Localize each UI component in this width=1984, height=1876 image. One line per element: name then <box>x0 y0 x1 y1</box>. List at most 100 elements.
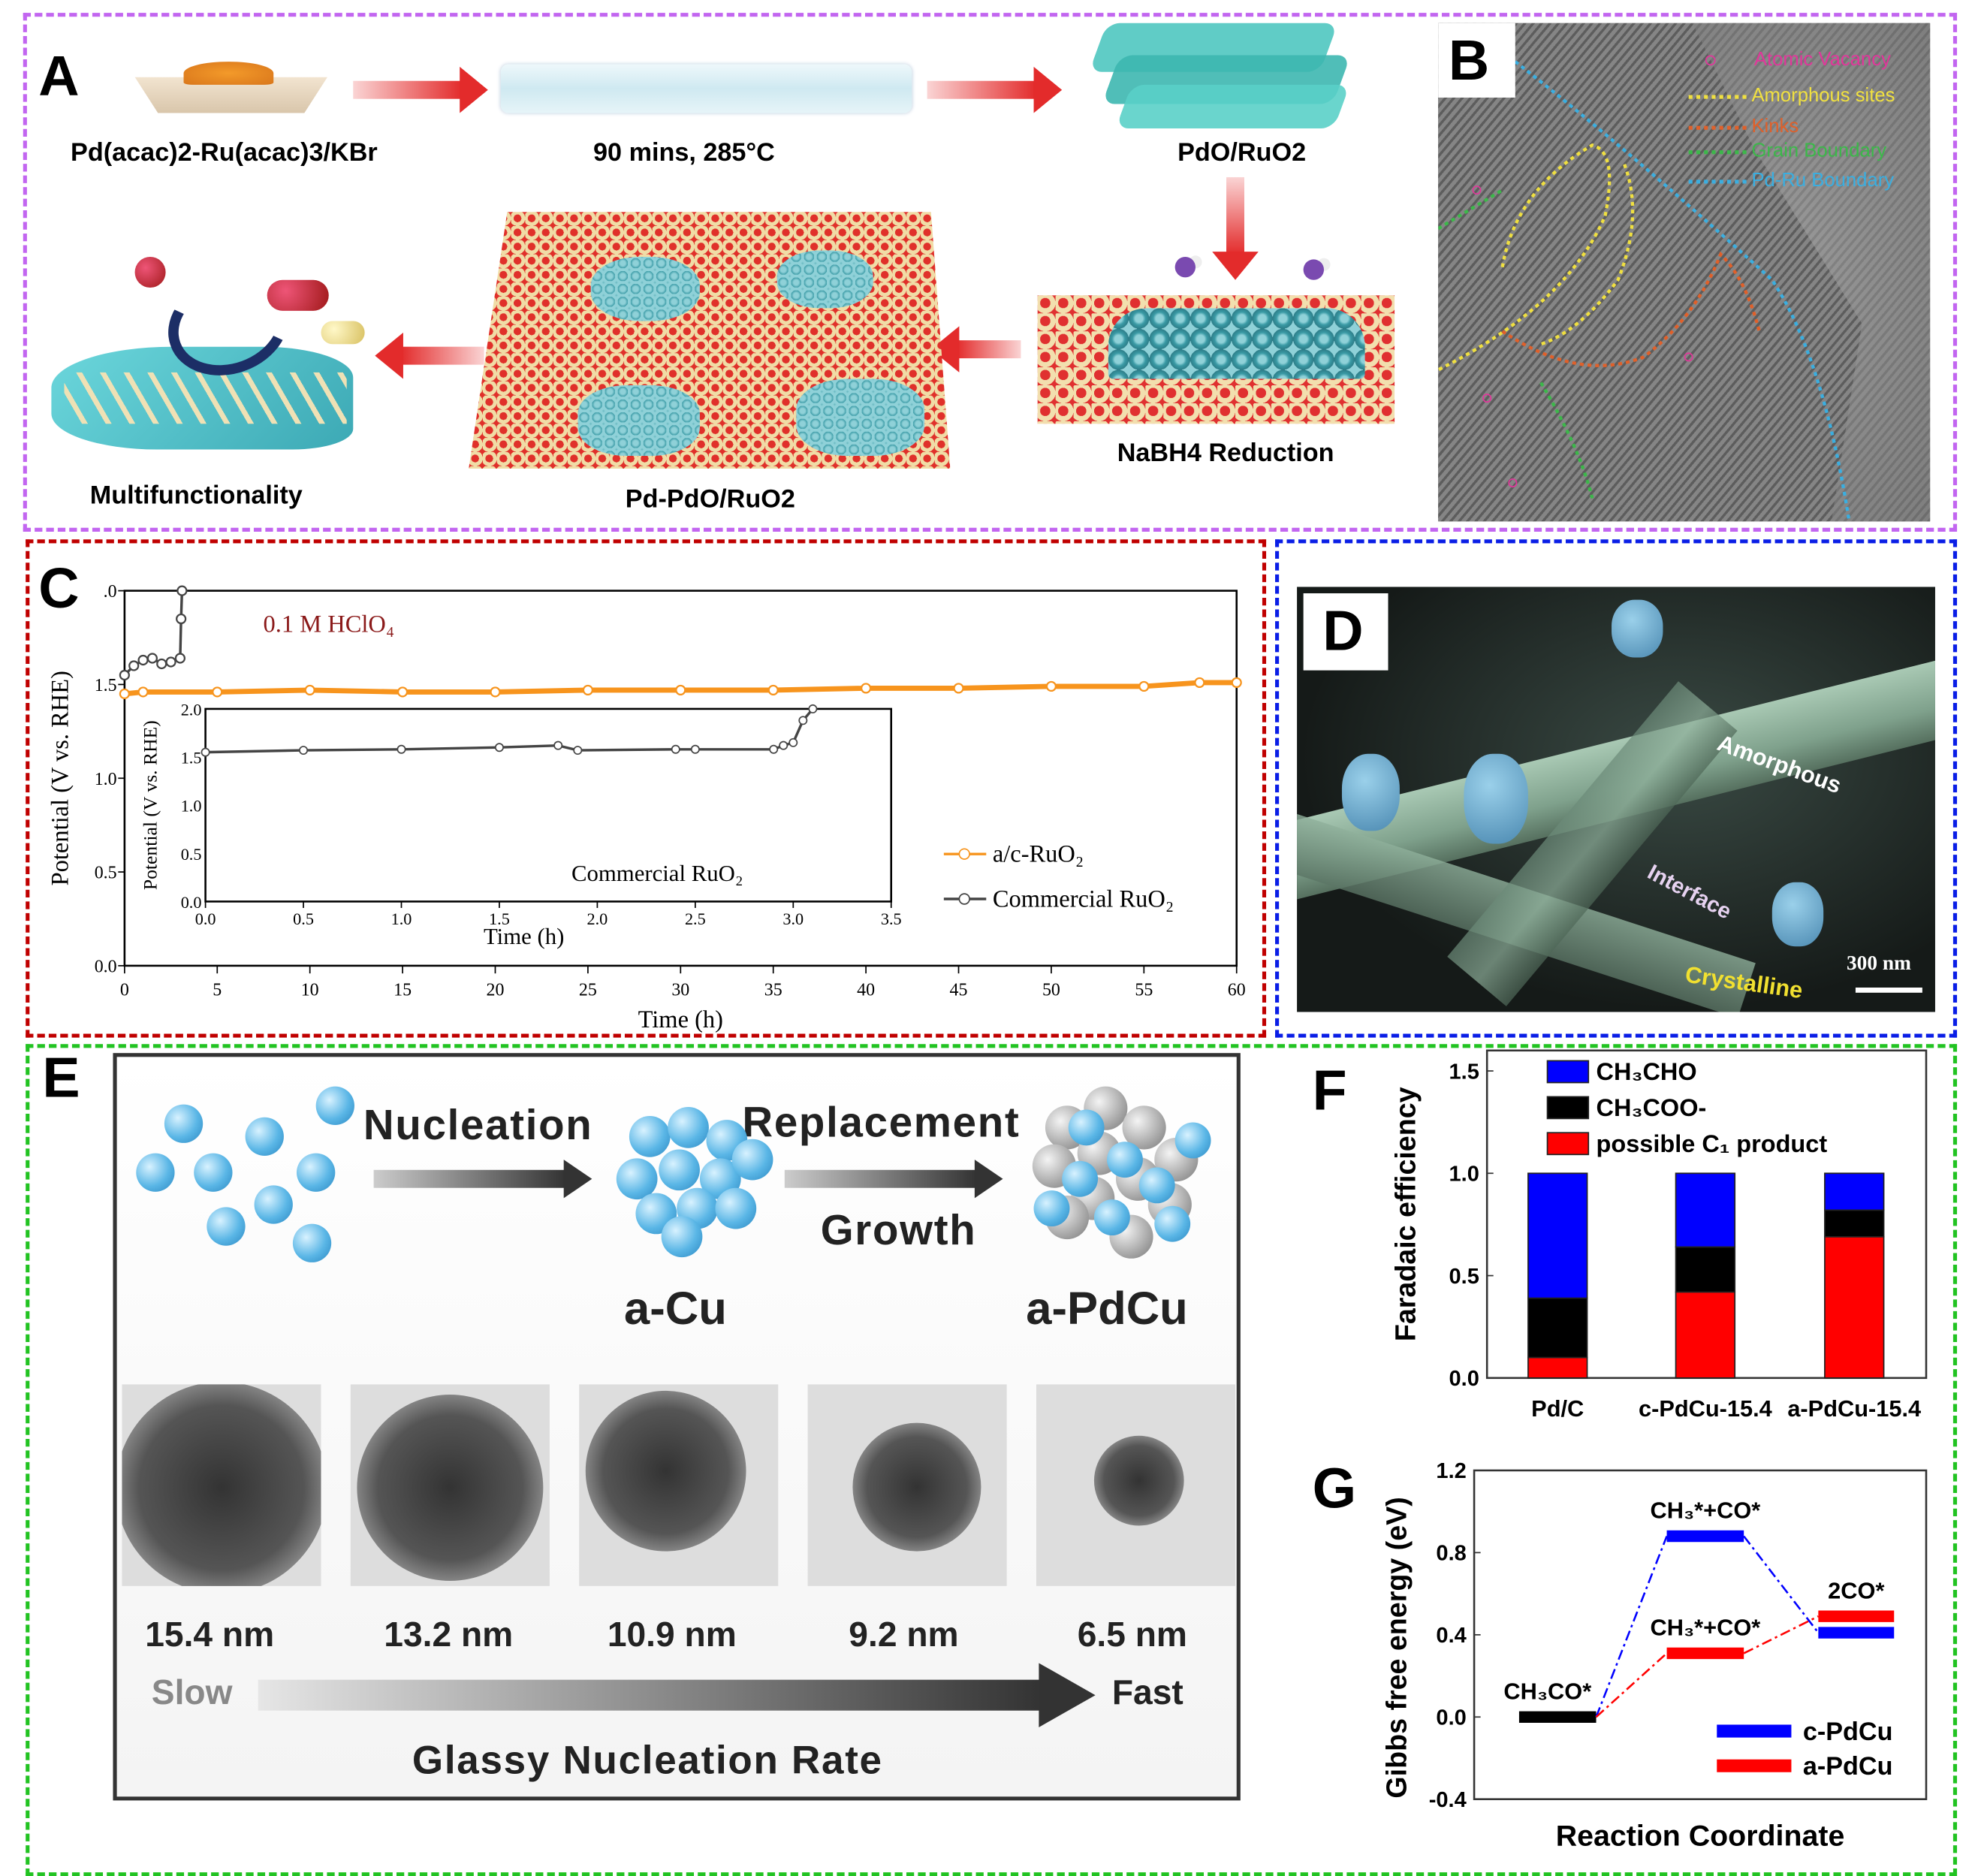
cu-atom-icon <box>1138 1167 1175 1204</box>
data-point <box>137 654 149 666</box>
tem-particle-image-2 <box>350 1384 550 1586</box>
cu-atom-icon <box>297 1153 336 1192</box>
inset-x-tick-label: 0.5 <box>293 909 314 928</box>
bar-segment <box>1824 1172 1885 1211</box>
legend-kinks: Kinks <box>1688 116 1799 137</box>
dotted-line-icon <box>1688 149 1747 154</box>
panel-label-b: B <box>1448 29 1490 93</box>
data-point <box>767 684 779 696</box>
arrow-down-icon <box>1226 176 1244 255</box>
data-point <box>1194 677 1205 689</box>
molecule-icon <box>1303 259 1325 280</box>
data-point <box>176 613 187 625</box>
y-tick-label: 1.0 <box>95 770 117 789</box>
dotted-line-icon <box>1688 94 1747 98</box>
molecule-icon <box>1174 257 1196 278</box>
inset-x-tick-label: 1.0 <box>391 909 412 928</box>
data-point <box>174 653 186 664</box>
reduction-surface-image <box>1037 295 1395 424</box>
product2-label: Pd-PdO/RuO2 <box>625 485 795 514</box>
g-level-label: CH₃*+CO* <box>1651 1615 1761 1641</box>
f-legend-label: possible C₁ product <box>1597 1130 1828 1157</box>
inset-y-tick-label: 0.5 <box>181 845 202 864</box>
replacement-label: Replacement <box>742 1098 1021 1146</box>
cu-atom-icon <box>194 1153 233 1192</box>
inset-data-point <box>769 744 779 754</box>
inset-x-tick-label: 3.0 <box>782 909 804 928</box>
electrolyte-annotation: 0.1 M HClO₄ <box>264 611 395 638</box>
tem-particle-image-1 <box>122 1384 321 1586</box>
legend-amorphous-sites: Amorphous sites <box>1688 84 1895 107</box>
inset-data-point <box>690 744 700 754</box>
legend-label: a/c-RuO₂ <box>993 840 1084 867</box>
g-y-tick-label: 1.2 <box>1436 1459 1466 1483</box>
tem-particle-image-3 <box>579 1384 779 1586</box>
cu-atom-icon <box>292 1223 332 1262</box>
arrow-down-head-icon <box>1212 252 1259 280</box>
cu-atom-icon <box>668 1107 709 1148</box>
bar-segment <box>1824 1235 1885 1379</box>
cu-atom-icon <box>136 1153 175 1192</box>
f-category-label: Pd/C <box>1531 1395 1584 1422</box>
y-tick-label: .0 <box>104 582 117 602</box>
size-label-1: 15.4 nm <box>145 1615 275 1654</box>
a-pdcu-label: a-PdCu <box>1026 1281 1188 1335</box>
data-point <box>675 684 686 696</box>
g-y-axis-label: Gibbs free energy (eV) <box>1380 1497 1412 1798</box>
f-y-tick-label: 0.5 <box>1449 1265 1479 1289</box>
data-point <box>582 684 593 696</box>
inset-y-tick-label: 1.5 <box>181 749 202 768</box>
fast-label: Fast <box>1111 1673 1183 1712</box>
inset-data-point <box>553 740 563 750</box>
size-label-4: 9.2 nm <box>849 1615 959 1654</box>
panel-label-d: D <box>1322 599 1364 663</box>
cu-atom-icon <box>731 1139 773 1181</box>
legend-label: Amorphous sites <box>1751 84 1895 107</box>
arrow-right-icon <box>353 66 488 113</box>
inset-y-tick-label: 0.0 <box>181 893 202 912</box>
reaction-tube-icon <box>500 64 912 113</box>
x-tick-label: 15 <box>393 980 412 1000</box>
x-tick-label: 10 <box>301 980 319 1000</box>
cu-atom-icon <box>1068 1109 1105 1146</box>
a-cu-label: a-Cu <box>624 1281 727 1335</box>
arrow-nucleation-head-icon <box>563 1160 592 1199</box>
f-legend-swatch <box>1546 1060 1590 1084</box>
f-legend-label: CH₃CHO <box>1597 1058 1697 1085</box>
bar-segment <box>1527 1297 1588 1359</box>
legend-label: Pd-Ru Boundary <box>1751 169 1895 192</box>
tem-particle-image-5 <box>1036 1384 1236 1586</box>
data-point <box>953 683 964 694</box>
bar-segment <box>1824 1209 1885 1238</box>
panel-label-g: G <box>1312 1457 1357 1521</box>
f-y-tick-label: 1.0 <box>1449 1163 1479 1187</box>
f-legend-label: CH₃COO- <box>1597 1094 1707 1121</box>
panel-label-b-bg <box>1438 23 1515 98</box>
rate-label: Glassy Nucleation Rate <box>412 1737 883 1783</box>
precursor-powder-icon <box>134 62 328 116</box>
inset-data-point <box>671 744 680 754</box>
y-tick-label: 0.5 <box>95 864 117 883</box>
legend-grain-boundary: Grain Boundary <box>1688 140 1886 161</box>
x-tick-label: 40 <box>857 980 875 1000</box>
inset-x-axis-label: Time (h) <box>484 924 564 949</box>
data-point <box>212 686 223 698</box>
inset-x-tick-label: 0.0 <box>195 909 216 928</box>
data-point <box>146 653 158 664</box>
bar-segment <box>1675 1246 1736 1293</box>
f-y-tick-label: 0.0 <box>1449 1367 1479 1391</box>
x-tick-label: 60 <box>1228 980 1246 1000</box>
condition-label: 90 mins, 285°C <box>593 138 775 167</box>
panel-d-border <box>1275 539 1958 1038</box>
inset-frame <box>204 707 893 903</box>
precursor-label: Pd(acac)2-Ru(acac)3/KBr <box>71 138 378 167</box>
y-tick-label: 0.0 <box>95 957 117 976</box>
nucleation-label: Nucleation <box>363 1100 593 1148</box>
f-y-tick-label: 1.5 <box>1449 1060 1479 1084</box>
pd-pdo-ruo2-surface-image <box>469 212 951 469</box>
arrow-growth-icon <box>784 1169 978 1188</box>
inset-x-tick-label: 3.5 <box>881 909 902 928</box>
panel-label-f: F <box>1312 1059 1347 1123</box>
